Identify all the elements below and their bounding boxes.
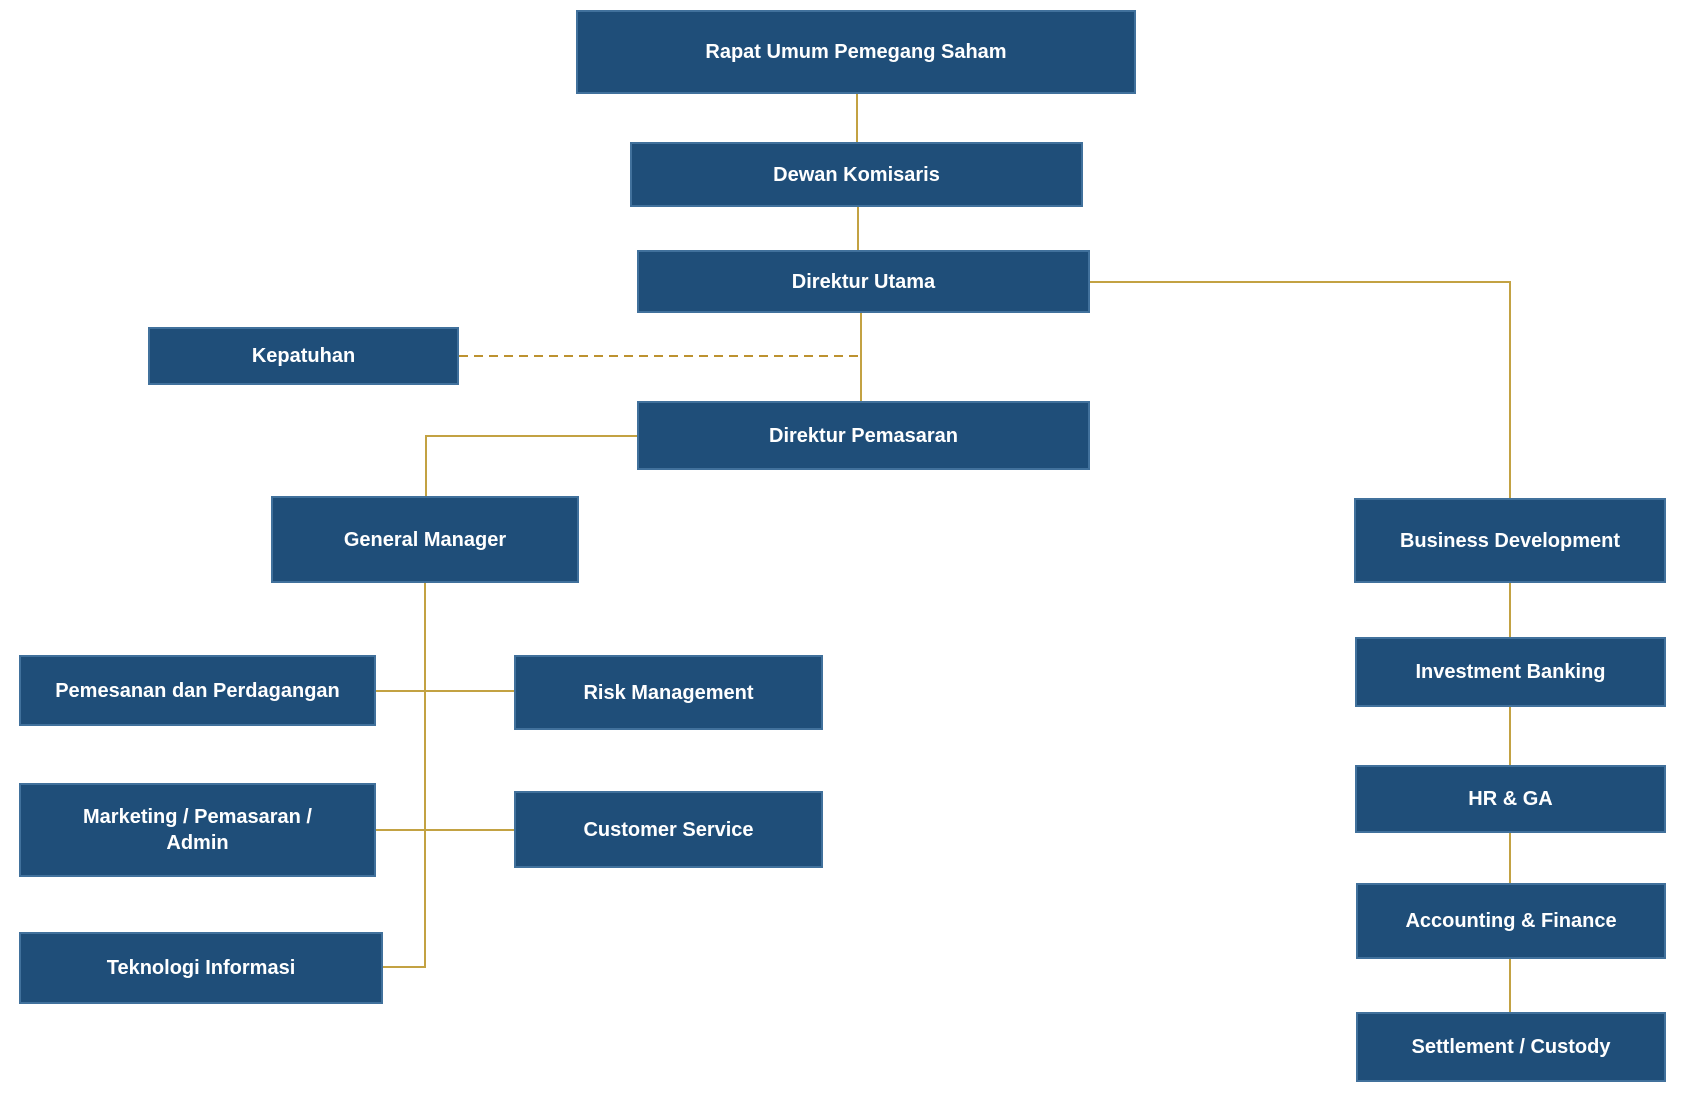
org-box-kepatuhan: Kepatuhan bbox=[148, 327, 459, 385]
line-teknologi-to-trunk bbox=[383, 966, 426, 968]
org-box-risk-management: Risk Management bbox=[514, 655, 823, 730]
org-box-dewan-komisaris: Dewan Komisaris bbox=[630, 142, 1083, 207]
line-marketing-to-cs bbox=[376, 829, 514, 831]
line-pemasaran-to-gm-vert bbox=[425, 435, 427, 496]
line-utama-to-pemasaran bbox=[860, 313, 862, 401]
org-box-direktur-utama: Direktur Utama bbox=[637, 250, 1090, 313]
line-dewan-to-utama bbox=[857, 207, 859, 250]
org-box-hr-ga: HR & GA bbox=[1355, 765, 1666, 833]
org-box-investment-banking: Investment Banking bbox=[1355, 637, 1666, 707]
org-box-teknologi-informasi: Teknologi Informasi bbox=[19, 932, 383, 1004]
line-pemasaran-to-gm-horiz bbox=[425, 435, 637, 437]
org-box-marketing-pemasaran-admin: Marketing / Pemasaran / Admin bbox=[19, 783, 376, 877]
line-kepatuhan-dashed bbox=[459, 355, 858, 357]
line-utama-to-right-horiz bbox=[1090, 281, 1510, 283]
org-box-business-development: Business Development bbox=[1354, 498, 1666, 583]
line-rapat-to-dewan bbox=[856, 94, 858, 142]
org-box-settlement-custody: Settlement / Custody bbox=[1356, 1012, 1666, 1082]
line-pemesanan-to-risk bbox=[376, 690, 514, 692]
org-box-customer-service: Customer Service bbox=[514, 791, 823, 868]
org-box-accounting-finance: Accounting & Finance bbox=[1356, 883, 1666, 959]
org-box-direktur-pemasaran: Direktur Pemasaran bbox=[637, 401, 1090, 470]
org-box-rapat-umum-pemegang-saham: Rapat Umum Pemegang Saham bbox=[576, 10, 1136, 94]
org-box-general-manager: General Manager bbox=[271, 496, 579, 583]
line-gm-trunk bbox=[424, 583, 426, 968]
org-box-pemesanan-dan-perdagangan: Pemesanan dan Perdagangan bbox=[19, 655, 376, 726]
